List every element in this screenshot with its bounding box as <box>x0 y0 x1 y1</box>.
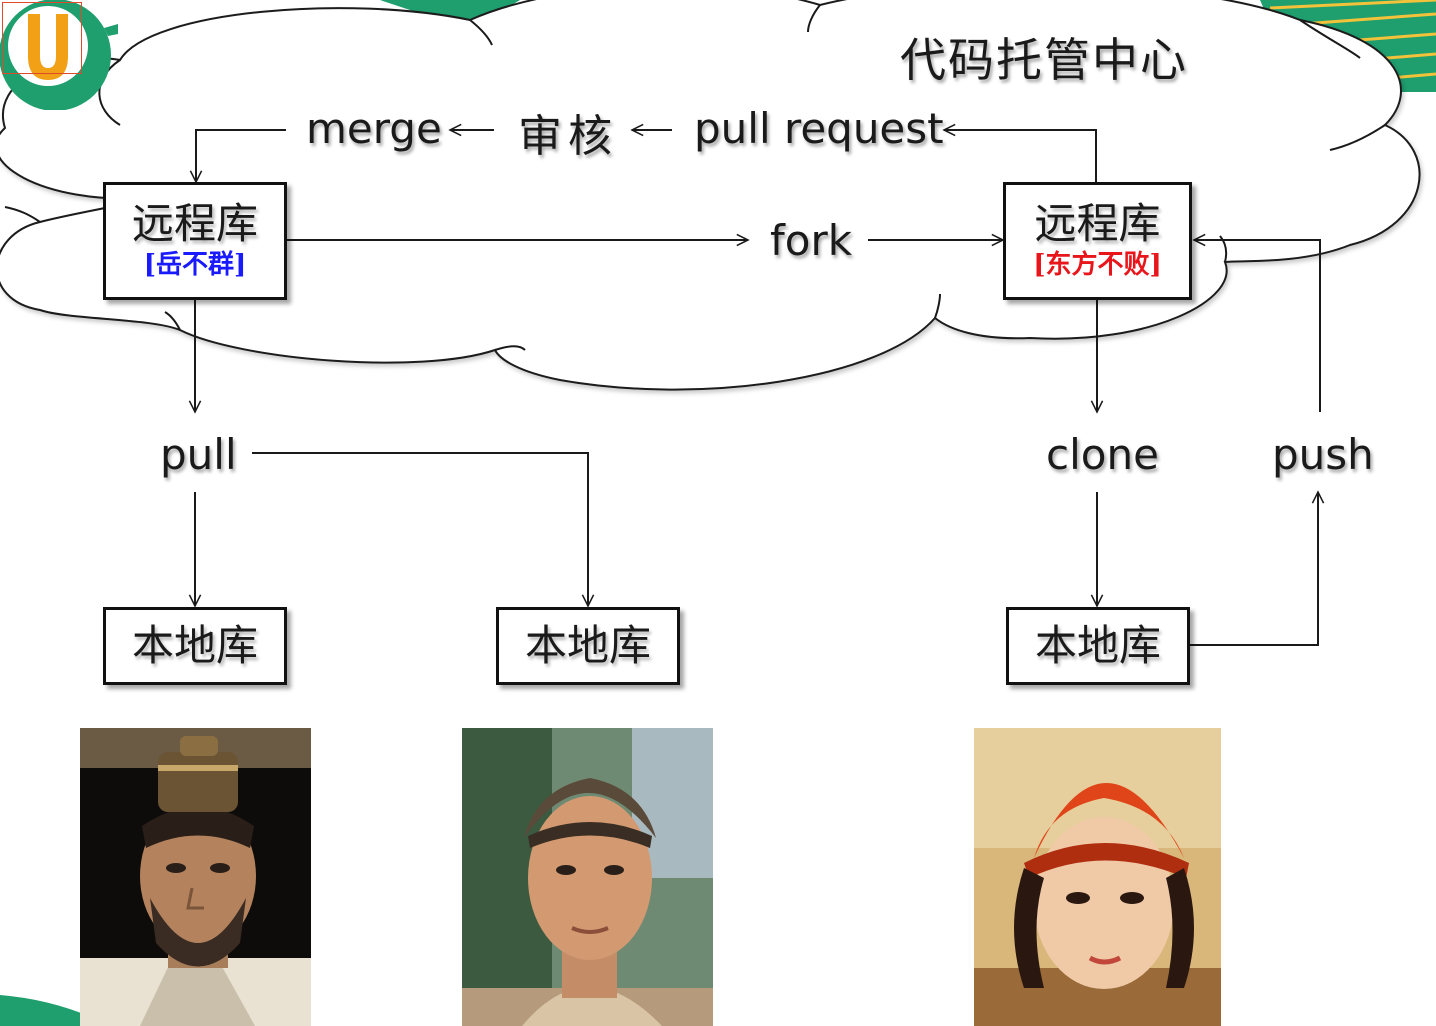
connectors <box>195 129 1321 646</box>
young-man-portrait-image <box>462 728 713 1026</box>
local-repo-box-c: 本地库 <box>1006 607 1190 685</box>
push-label: push <box>1272 430 1374 479</box>
woman-portrait-image <box>974 728 1221 1026</box>
fork-label: fork <box>770 216 853 265</box>
merge-label: merge <box>306 104 442 153</box>
local-repo-label: 本地库 <box>524 620 651 670</box>
man-portrait-image <box>80 728 311 1026</box>
logo-frame <box>2 2 82 74</box>
arrow-merge-to-remote <box>196 129 286 182</box>
remote-repo-box-a: 远程库 [岳不群] <box>103 182 287 300</box>
local-repo-box-a: 本地库 <box>103 607 287 685</box>
arrow-pull-to-local-b <box>252 452 588 606</box>
local-repo-label: 本地库 <box>1034 620 1161 670</box>
pull-label: pull <box>160 430 237 479</box>
cloud-title: 代码托管中心 <box>900 33 1188 87</box>
arrow-local-to-push <box>1190 492 1318 646</box>
cloud-folds <box>4 4 1386 351</box>
brand-logo <box>0 0 120 111</box>
local-repo-label: 本地库 <box>131 620 258 670</box>
remote-repo-label: 远程库 <box>131 199 258 249</box>
arrow-remote-to-pull-request <box>944 130 1097 182</box>
remote-repo-owner: [东方不败] <box>1033 249 1162 280</box>
remote-repo-label: 远程库 <box>1034 199 1161 249</box>
clone-label: clone <box>1046 430 1159 479</box>
remote-repo-box-b: 远程库 [东方不败] <box>1003 182 1192 300</box>
review-label: 审核 <box>518 111 618 162</box>
arrow-push-to-remote <box>1194 240 1321 412</box>
remote-repo-owner: [岳不群] <box>143 249 247 280</box>
u-brand-logo-icon <box>0 0 118 111</box>
portrait-a <box>80 728 311 1026</box>
portrait-b <box>462 728 713 1026</box>
pull-request-label: pull request <box>694 104 944 153</box>
portrait-c <box>974 728 1221 1026</box>
local-repo-box-b: 本地库 <box>496 607 680 685</box>
